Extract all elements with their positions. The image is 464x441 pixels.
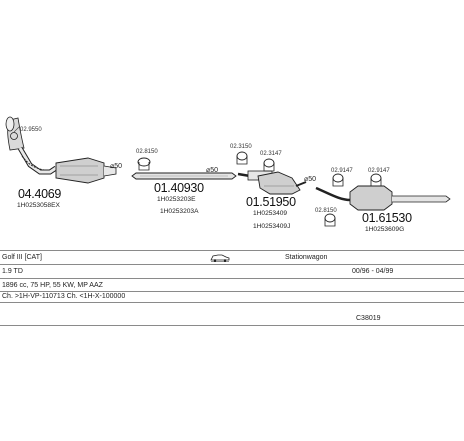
oem-number-3b: 1H0253409J <box>253 223 290 230</box>
vehicle-specs: 1896 cc, 75 HP, 55 KW, MP AAZ <box>2 282 103 289</box>
vehicle-dates: 00/96 - 04/99 <box>352 268 394 275</box>
part-catalytic-converter[interactable] <box>5 116 117 184</box>
oem-number-3a: 1H0253409 <box>253 210 287 217</box>
vehicle-engine: 1.9 TD <box>2 268 23 275</box>
exhaust-diagram: 02.9550 04.4069 1H0253058EX ⌀50 02.8150 … <box>5 116 451 233</box>
oem-number-2a: 1H0253203E <box>157 196 196 203</box>
clamp-number-6: 02.9147 <box>368 168 390 174</box>
part-centre-silencer[interactable] <box>237 170 307 195</box>
table-line <box>0 302 464 303</box>
part-number-3: 01.51950 <box>246 195 296 209</box>
clamp-6[interactable] <box>370 173 382 187</box>
vehicle-info-table: Golf III [CAT] Stationwagon 1.9 TD 00/96… <box>0 250 464 326</box>
clamp-3[interactable] <box>236 151 248 165</box>
oem-number-2b: 1H0253203A <box>160 208 199 215</box>
clamp-number-2: 02.8150 <box>136 149 158 155</box>
vehicle-chassis: Ch. >1H-VP-110713 Ch. <1H-X-100000 <box>2 293 126 300</box>
diameter-label-2: ⌀50 <box>206 167 218 174</box>
table-line <box>0 250 464 251</box>
clamp-number-7: 02.8150 <box>315 208 337 214</box>
oem-number-1: 1H0253058EX <box>17 202 60 209</box>
part-rear-silencer[interactable] <box>315 185 451 211</box>
table-line <box>0 278 464 279</box>
table-line <box>0 291 464 292</box>
part-number-4: 01.61530 <box>362 211 412 225</box>
oem-number-4: 1H0253609G <box>365 226 404 233</box>
table-line <box>0 325 464 326</box>
part-intermediate-pipe[interactable] <box>131 172 237 180</box>
diameter-label-3: ⌀50 <box>304 176 316 183</box>
clamp-number-1: 02.9550 <box>20 127 42 133</box>
clamp-4[interactable] <box>263 158 275 172</box>
clamp-7[interactable] <box>324 213 336 227</box>
clamp-number-3: 02.3150 <box>230 144 252 150</box>
catalog-reference: C38019 <box>356 315 381 322</box>
clamp-number-4: 02.3147 <box>260 151 282 157</box>
clamp-1[interactable] <box>10 125 21 140</box>
clamp-number-5: 02.9147 <box>331 168 353 174</box>
clamp-5[interactable] <box>332 173 344 187</box>
table-line <box>0 264 464 265</box>
part-number-1: 04.4069 <box>18 187 61 201</box>
diameter-label-1: ⌀50 <box>110 163 122 170</box>
part-number-2: 01.40930 <box>154 181 204 195</box>
vehicle-model: Golf III [CAT] <box>2 254 42 261</box>
car-icon <box>210 253 230 264</box>
clamp-2[interactable] <box>137 157 151 171</box>
vehicle-body: Stationwagon <box>285 254 328 261</box>
